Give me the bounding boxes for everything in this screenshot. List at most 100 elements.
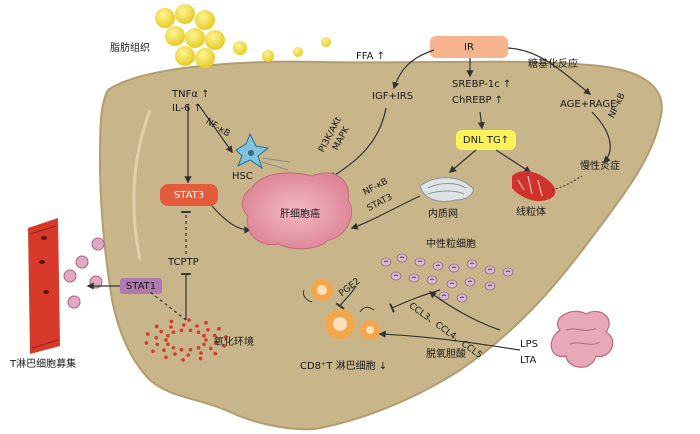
tcell-recruit-label: T淋巴细胞募集 [10,359,77,370]
migrating-t-cells [63,237,105,309]
neutrophil-cell [464,277,476,287]
hypoxia-dot [202,333,206,338]
hypoxia-dot [179,328,184,333]
hypoxia-dot [196,330,201,335]
hcc-label: 肝细胞癌 [280,208,320,220]
ir-label: IR [464,41,474,53]
hypoxia-dot [198,356,203,361]
ffa-label: FFA ↑ [356,51,385,62]
hypoxia-dot [166,342,170,347]
hypoxia-dot [164,355,168,360]
hypoxia-dot [212,333,217,338]
hypoxia-dot [204,320,208,325]
liver-shape [98,60,663,431]
hypoxia-dot [187,318,191,322]
hypoxia-dot [182,323,186,327]
er-label: 内质网 [428,209,458,220]
adipose-cells [155,4,331,68]
hypoxia-dot [166,333,170,338]
igf-label: IGF+IRS [372,91,414,102]
hypoxia-dot [154,336,159,340]
mito-label: 线粒体 [516,207,546,218]
hypoxia-dot [144,341,149,345]
hypoxia-dot [188,328,193,333]
hypoxia-dot [164,338,168,342]
lta-label: LTA [520,355,537,366]
hypoxia-dot [173,352,177,356]
neutrophil-cell [426,275,438,285]
cd8-t-cells [303,279,380,340]
hypoxia-dot [206,328,210,332]
hypoxia-dot [169,319,174,324]
mitochondrion-icon [512,171,583,202]
il6-label: IL-6 ↑ [172,103,202,114]
neutrophil-cell [432,261,444,271]
cd8-label: CD8⁺T 淋巴细胞 ↓ [300,361,388,372]
stat1-box [120,278,162,294]
hypoxia-dot [202,342,206,347]
adipose-label: 脂肪组织 [110,43,150,54]
neutrophil-cell [446,279,458,289]
dnl-box [456,130,516,150]
hypoxia-dot [196,346,201,350]
hypoxia-dot [155,342,160,347]
srebp-label: SREBP-1c ↑ [452,79,512,90]
hypoxia-dot [169,325,173,329]
neutrophil-cell [414,257,426,267]
bile-label: 脱氧胆酸 [426,349,466,360]
neutrophil-cell [456,293,468,303]
neutrophil-cell [380,257,392,267]
neutrophil-cells [380,253,514,303]
hypoxia-dot [171,346,176,350]
hypoxia-dot [223,335,228,339]
neutrophil-label: 中性粒细胞 [426,239,476,250]
hypoxia-dot [151,349,155,354]
hypoxia-dot [222,344,226,348]
hypoxia-dot [213,340,218,345]
hypoxia-dot [209,346,213,351]
endoplasmic-reticulum-icon [419,177,474,202]
hypoxia-dot [179,347,184,352]
ir-box [430,36,508,58]
chronic-label: 慢性炎症 [580,161,620,172]
neutrophil-cell [484,265,496,275]
neutrophil-cell [448,263,460,273]
neutrophil-cell [396,253,408,263]
age-label: AGE+RAGE [560,99,617,110]
hypoxia-dot [181,358,185,362]
hypoxia-dot [188,347,193,352]
hypoxia-dot [154,324,159,329]
hypoxia-dot [171,330,176,335]
hypoxia-label: 氧化环境 [214,337,254,348]
hypoxia-dot [162,348,166,353]
glycation-label: 糖基化反应 [528,59,578,70]
stat1-label: STAT1 [125,280,157,292]
dnl-label: DNL TG↑ [462,134,510,146]
hypoxia-dot [195,324,199,328]
lps-label: LPS [520,339,538,350]
hypoxia-dot [217,326,221,331]
blood-vessel-icon [28,218,60,354]
hsc-label: HSC [232,171,253,182]
neutrophil-cell [438,291,450,301]
neutrophil-cell [390,271,402,281]
hypoxia-dot [204,338,208,342]
chrebp-label: ChREBP ↑ [452,95,504,106]
hypoxia-dot [186,353,190,357]
hypoxia-dot [213,351,218,356]
liver-highlight [132,109,152,261]
hypoxia-dot [159,329,163,334]
hypoxia-cluster [144,318,228,362]
neutrophil-cell [466,259,478,269]
neutrophil-cell [408,273,420,283]
stat3-label: STAT3 [173,189,205,201]
neutrophil-cell [502,267,514,277]
tcptp-label: TCPTP [168,257,199,268]
hypoxia-dot [146,332,150,336]
hsc-cell [235,132,291,171]
stat3-box [160,184,218,206]
tnf-label: TNFα ↑ [172,89,210,100]
neutrophil-cell [484,281,496,291]
